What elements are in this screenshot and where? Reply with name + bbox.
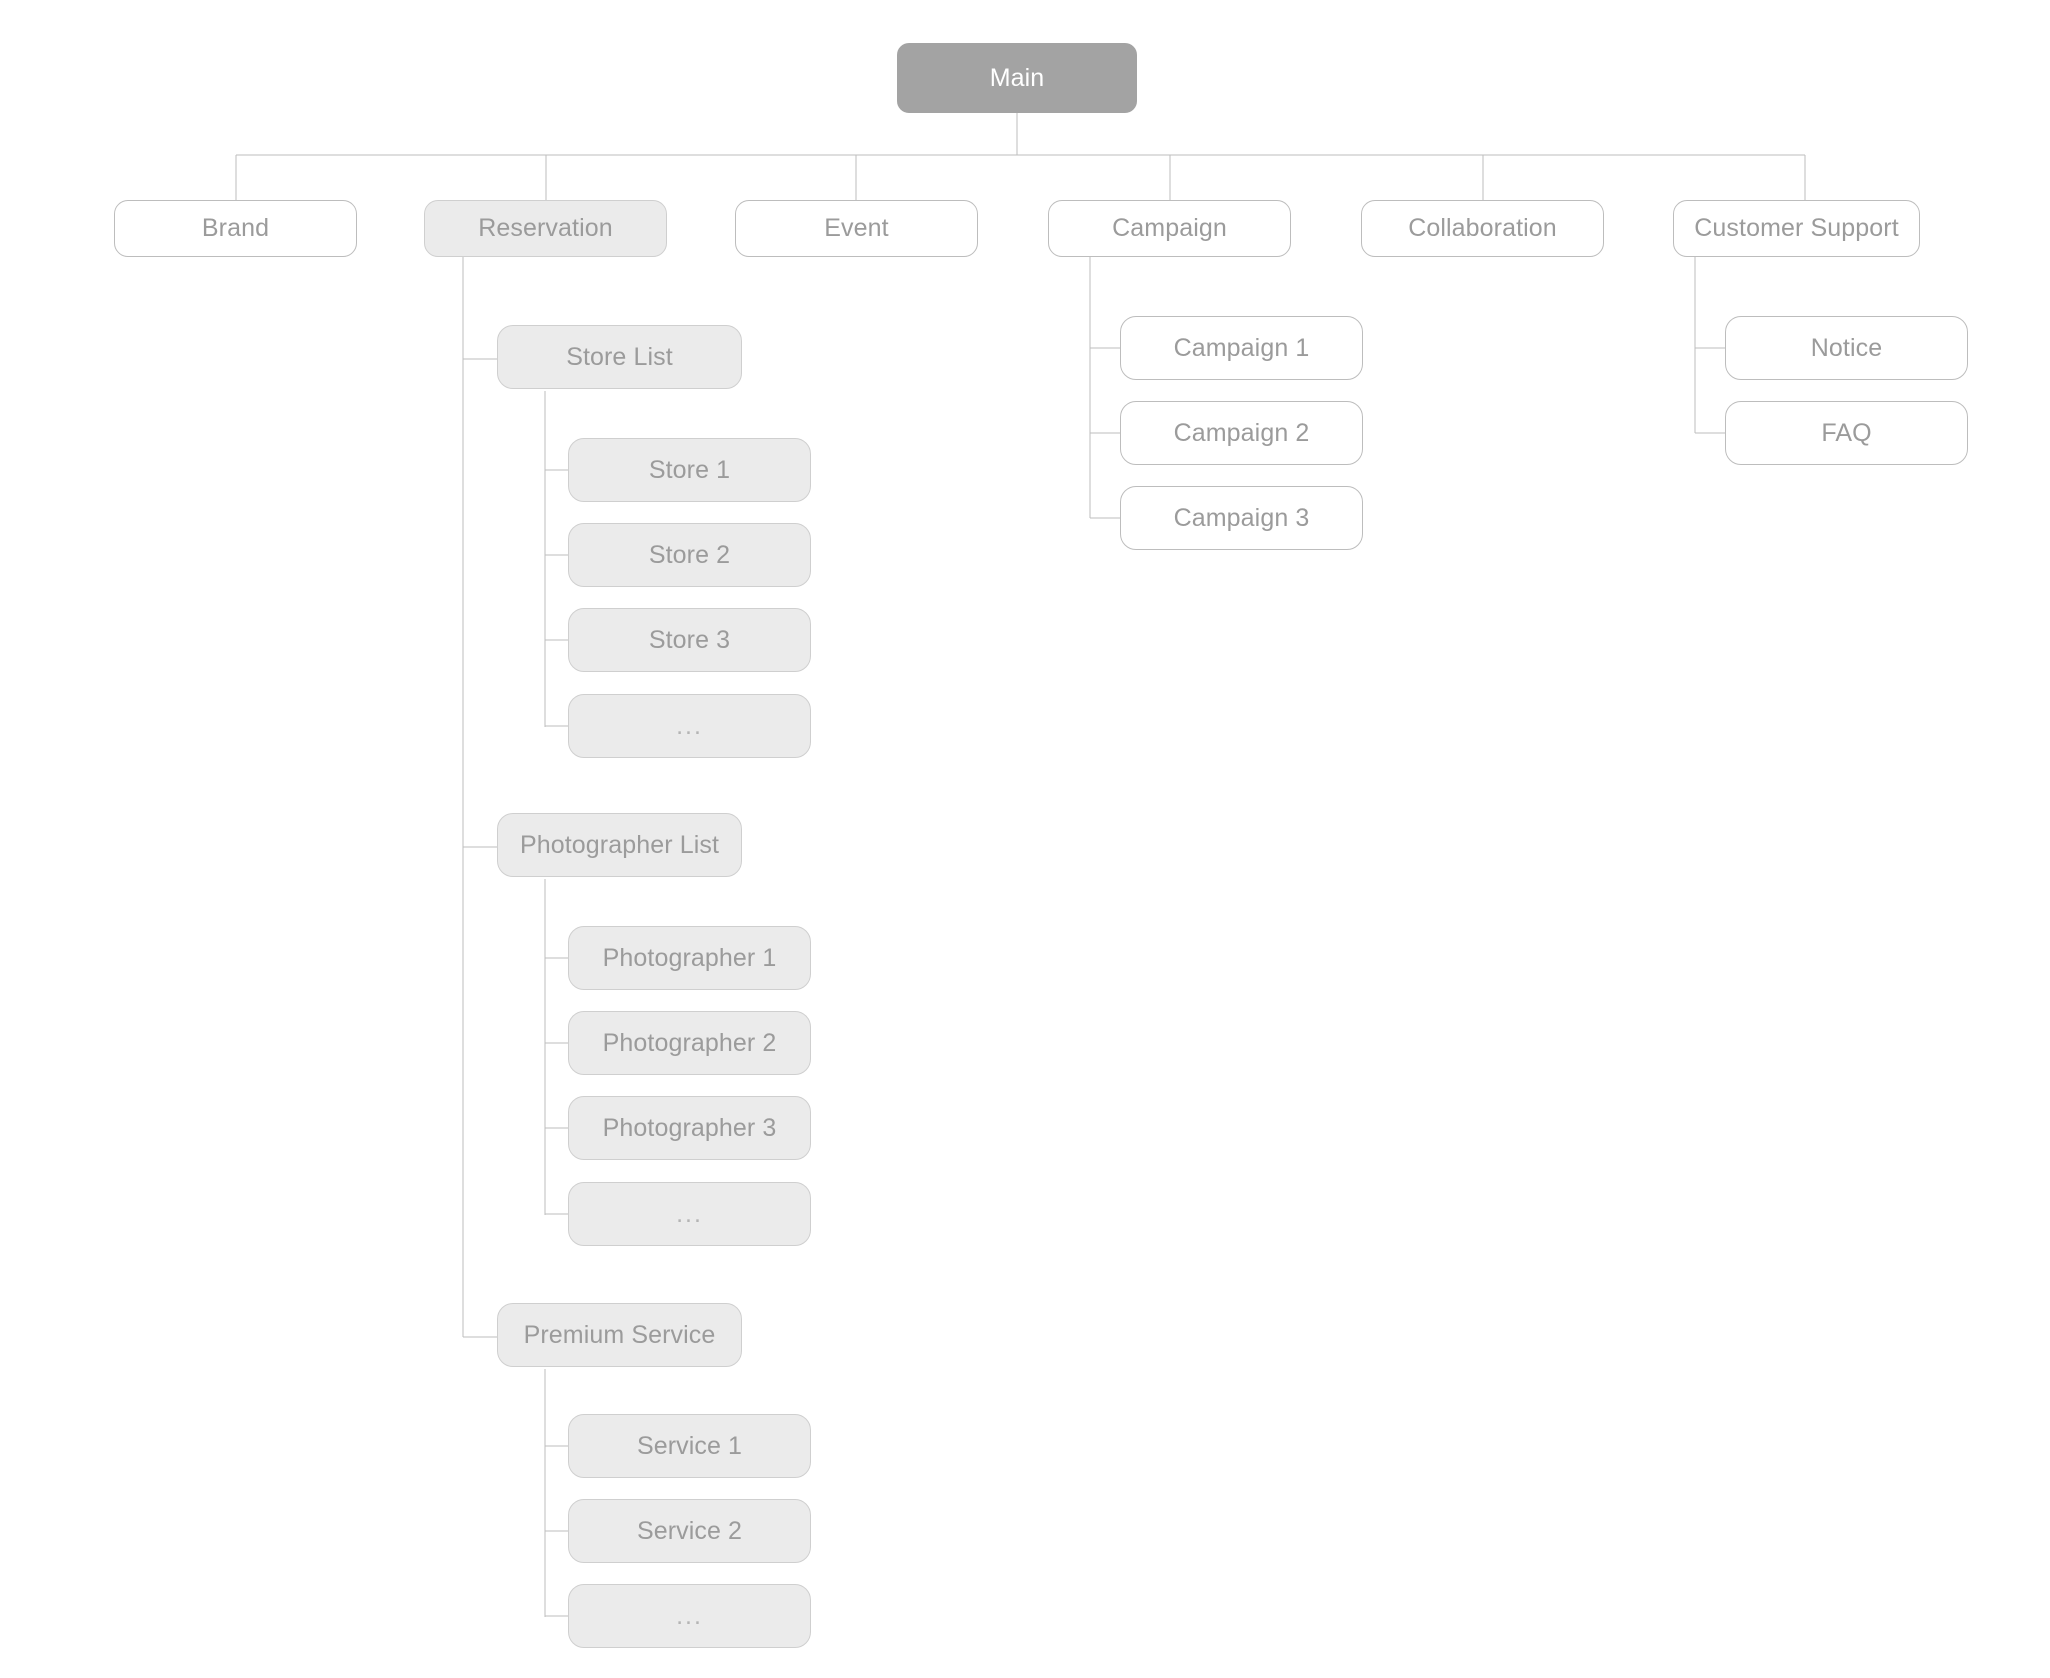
- node-service-1-label: Service 1: [636, 1431, 743, 1460]
- node-main[interactable]: Main: [897, 43, 1137, 113]
- node-store-1[interactable]: Store 1: [568, 438, 811, 502]
- node-service-more-label: ...: [676, 1601, 703, 1630]
- node-campaign-3[interactable]: Campaign 3: [1120, 486, 1363, 550]
- node-photographer-3-label: Photographer 3: [602, 1113, 777, 1142]
- node-campaign-label: Campaign: [1112, 214, 1227, 242]
- node-collaboration-label: Collaboration: [1408, 214, 1557, 242]
- node-customer-support[interactable]: Customer Support: [1673, 200, 1920, 257]
- node-faq[interactable]: FAQ: [1725, 401, 1968, 465]
- node-photographer-1-label: Photographer 1: [602, 943, 777, 972]
- node-main-label: Main: [989, 63, 1045, 92]
- node-faq-label: FAQ: [1821, 418, 1872, 447]
- node-premium-service[interactable]: Premium Service: [497, 1303, 742, 1367]
- node-photographer-more[interactable]: ...: [568, 1182, 811, 1246]
- node-store-1-label: Store 1: [648, 455, 731, 484]
- node-photographer-1[interactable]: Photographer 1: [568, 926, 811, 990]
- node-service-2-label: Service 2: [636, 1516, 743, 1545]
- node-campaign-1[interactable]: Campaign 1: [1120, 316, 1363, 380]
- node-store-list-label: Store List: [566, 342, 673, 371]
- node-collaboration[interactable]: Collaboration: [1361, 200, 1604, 257]
- node-photographer-2[interactable]: Photographer 2: [568, 1011, 811, 1075]
- node-campaign-1-label: Campaign 1: [1173, 333, 1310, 362]
- node-brand[interactable]: Brand: [114, 200, 357, 257]
- node-store-3-label: Store 3: [648, 625, 731, 654]
- node-service-2[interactable]: Service 2: [568, 1499, 811, 1563]
- node-store-more-label: ...: [676, 711, 703, 740]
- node-photographer-2-label: Photographer 2: [602, 1028, 777, 1057]
- node-event-label: Event: [824, 214, 889, 242]
- node-photographer-list-label: Photographer List: [519, 830, 720, 859]
- node-photographer-list[interactable]: Photographer List: [497, 813, 742, 877]
- node-event[interactable]: Event: [735, 200, 978, 257]
- node-photographer-more-label: ...: [676, 1199, 703, 1228]
- node-campaign-3-label: Campaign 3: [1173, 503, 1310, 532]
- node-service-1[interactable]: Service 1: [568, 1414, 811, 1478]
- node-campaign-2[interactable]: Campaign 2: [1120, 401, 1363, 465]
- node-customer-support-label: Customer Support: [1694, 214, 1899, 242]
- node-store-list[interactable]: Store List: [497, 325, 742, 389]
- node-store-2-label: Store 2: [648, 540, 731, 569]
- node-reservation-label: Reservation: [478, 214, 613, 242]
- node-store-2[interactable]: Store 2: [568, 523, 811, 587]
- node-campaign[interactable]: Campaign: [1048, 200, 1291, 257]
- node-notice[interactable]: Notice: [1725, 316, 1968, 380]
- node-premium-service-label: Premium Service: [523, 1320, 716, 1349]
- node-photographer-3[interactable]: Photographer 3: [568, 1096, 811, 1160]
- node-reservation[interactable]: Reservation: [424, 200, 667, 257]
- node-notice-label: Notice: [1810, 333, 1883, 362]
- node-store-3[interactable]: Store 3: [568, 608, 811, 672]
- node-brand-label: Brand: [201, 214, 270, 242]
- node-campaign-2-label: Campaign 2: [1173, 418, 1310, 447]
- node-service-more[interactable]: ...: [568, 1584, 811, 1648]
- node-store-more[interactable]: ...: [568, 694, 811, 758]
